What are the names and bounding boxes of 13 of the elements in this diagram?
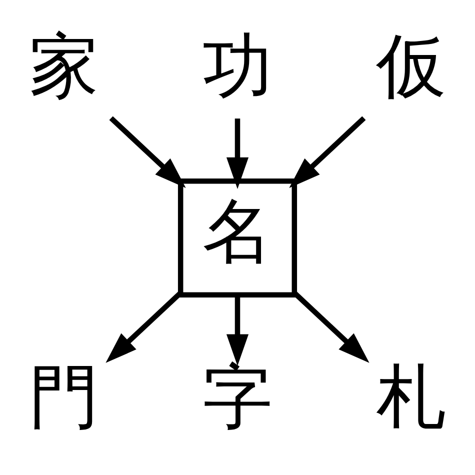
arrow — [289, 116, 366, 188]
arrow — [226, 118, 249, 188]
node-text: 札 — [376, 355, 446, 438]
arrow — [106, 290, 182, 362]
arrow — [109, 116, 186, 188]
node-text: 功 — [202, 24, 272, 107]
arrow — [226, 294, 249, 366]
node-text: 門 — [29, 355, 100, 438]
node-text: 仮 — [376, 24, 446, 107]
node-text: 字 — [202, 355, 272, 438]
node-box: 名 — [178, 178, 298, 298]
node-text: 家 — [29, 24, 100, 107]
arrow — [292, 290, 370, 362]
